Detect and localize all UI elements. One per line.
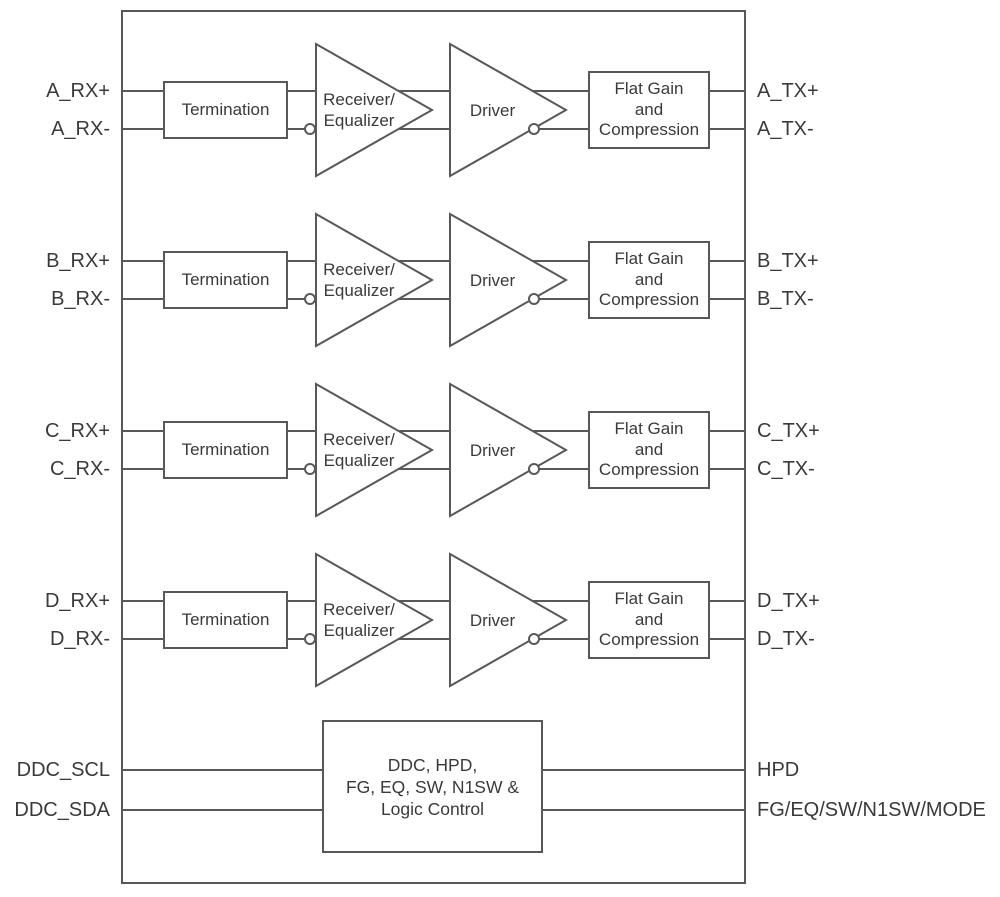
port-label-hpd: HPD xyxy=(757,759,800,781)
flat-gain-box-a xyxy=(588,71,710,149)
termination-label-d: Termination xyxy=(164,592,287,648)
port-label-d-tx-minus: D_TX- xyxy=(757,628,815,650)
termination-label-a: Termination xyxy=(164,82,287,138)
port-label-a-tx-plus: A_TX+ xyxy=(757,80,819,102)
receiver-equalizer-label-b: Receiver/Equalizer xyxy=(316,259,402,301)
port-label-b-rx-minus: B_RX- xyxy=(51,288,110,310)
port-label-c-tx-plus: C_TX+ xyxy=(757,420,820,442)
logic-control-label-line-1: DDC, HPD, xyxy=(387,754,478,775)
receiver-equalizer-label-c-line-2: Equalizer xyxy=(323,451,395,470)
flat-gain-label-c-line-3: Compression xyxy=(598,460,700,480)
receiver-equalizer-label-b-line-1: Receiver/ xyxy=(323,260,395,279)
termination-label-c: Termination xyxy=(164,422,287,478)
receiver-equalizer-label-d: Receiver/Equalizer xyxy=(316,599,402,641)
receiver-equalizer-triangle-b xyxy=(315,212,435,348)
receiver-equalizer-triangle-c xyxy=(315,382,435,518)
driver-output-bubble-a xyxy=(528,123,540,135)
port-label-a-rx-plus: A_RX+ xyxy=(46,80,110,102)
flat-gain-label-d-line-2: and xyxy=(634,609,664,629)
port-label-b-rx-plus: B_RX+ xyxy=(46,250,110,272)
port-label-ddc-scl: DDC_SCL xyxy=(16,759,110,781)
driver-triangle-d xyxy=(449,552,569,688)
receiver-equalizer-label-a-line-2: Equalizer xyxy=(323,111,395,130)
port-label-d-rx-minus: D_RX- xyxy=(49,628,110,650)
port-label-b-tx-minus: B_TX- xyxy=(757,288,814,310)
logic-control-label-line-2: FG, EQ, SW, N1SW & xyxy=(345,776,520,797)
receiver-equalizer-triangle-a xyxy=(315,42,435,178)
flat-gain-box-b xyxy=(588,241,710,319)
receiver-input-bubble-d xyxy=(304,633,316,645)
driver-label-a-line-1: Driver xyxy=(469,100,516,120)
termination-label-b: Termination xyxy=(164,252,287,308)
flat-gain-label-d-line-3: Compression xyxy=(598,630,700,650)
port-label-a-rx-minus: A_RX- xyxy=(51,118,110,140)
receiver-equalizer-triangle-d xyxy=(315,552,435,688)
driver-triangle-a xyxy=(449,42,569,178)
driver-label-a: Driver xyxy=(450,100,535,121)
receiver-input-bubble-a xyxy=(304,123,316,135)
receiver-equalizer-label-a: Receiver/Equalizer xyxy=(316,89,402,131)
receiver-equalizer-label-d-line-2: Equalizer xyxy=(323,621,395,640)
receiver-equalizer-label-d-line-1: Receiver/ xyxy=(323,600,395,619)
port-label-b-tx-plus: B_TX+ xyxy=(757,250,819,272)
driver-triangle-b xyxy=(449,212,569,348)
port-label-a-tx-minus: A_TX- xyxy=(757,118,814,140)
driver-output-bubble-d xyxy=(528,633,540,645)
driver-label-b-line-1: Driver xyxy=(469,270,516,290)
port-label-fg-eq-sw-n1sw-mode: FG/EQ/SW/N1SW/MODE xyxy=(757,799,986,821)
flat-gain-label-c-line-1: Flat Gain xyxy=(614,419,684,439)
receiver-equalizer-label-a-line-1: Receiver/ xyxy=(323,90,395,109)
driver-label-d: Driver xyxy=(450,610,535,631)
driver-label-b: Driver xyxy=(450,270,535,291)
flat-gain-label-a-line-1: Flat Gain xyxy=(614,79,684,99)
flat-gain-label-a-line-2: and xyxy=(634,99,664,119)
driver-label-c: Driver xyxy=(450,440,535,461)
flat-gain-box-d xyxy=(588,581,710,659)
driver-output-bubble-c xyxy=(528,463,540,475)
receiver-equalizer-label-c-line-1: Receiver/ xyxy=(323,430,395,449)
logic-control-label-line-3: Logic Control xyxy=(380,798,485,819)
termination-box-d xyxy=(163,591,288,649)
port-label-c-rx-plus: C_RX+ xyxy=(44,420,110,442)
flat-gain-label-b-line-2: and xyxy=(634,269,664,289)
flat-gain-label-b-line-1: Flat Gain xyxy=(614,249,684,269)
flat-gain-label-b-line-3: Compression xyxy=(598,290,700,310)
receiver-equalizer-label-c: Receiver/Equalizer xyxy=(316,429,402,471)
driver-output-bubble-b xyxy=(528,293,540,305)
chip-boundary xyxy=(121,10,746,884)
port-label-c-rx-minus: C_RX- xyxy=(49,458,110,480)
receiver-input-bubble-c xyxy=(304,463,316,475)
termination-box-a xyxy=(163,81,288,139)
receiver-equalizer-label-b-line-2: Equalizer xyxy=(323,281,395,300)
termination-label-a-line-1: Termination xyxy=(181,100,270,119)
logic-control-label: DDC, HPD,FG, EQ, SW, N1SW &Logic Control xyxy=(323,754,542,820)
port-label-d-tx-plus: D_TX+ xyxy=(757,590,820,612)
termination-label-d-line-1: Termination xyxy=(181,610,270,629)
logic-control-box xyxy=(322,720,543,853)
driver-triangle-c xyxy=(449,382,569,518)
termination-label-c-line-1: Termination xyxy=(181,440,270,459)
flat-gain-box-c xyxy=(588,411,710,489)
driver-label-c-line-1: Driver xyxy=(469,440,516,460)
flat-gain-label-a-line-3: Compression xyxy=(598,120,700,140)
port-label-ddc-sda: DDC_SDA xyxy=(14,799,110,821)
termination-label-b-line-1: Termination xyxy=(181,270,270,289)
port-label-d-rx-plus: D_RX+ xyxy=(44,590,110,612)
termination-box-c xyxy=(163,421,288,479)
flat-gain-label-d-line-1: Flat Gain xyxy=(614,589,684,609)
flat-gain-label-c-line-2: and xyxy=(634,439,664,459)
termination-box-b xyxy=(163,251,288,309)
receiver-input-bubble-b xyxy=(304,293,316,305)
port-label-c-tx-minus: C_TX- xyxy=(757,458,815,480)
driver-label-d-line-1: Driver xyxy=(469,610,516,630)
